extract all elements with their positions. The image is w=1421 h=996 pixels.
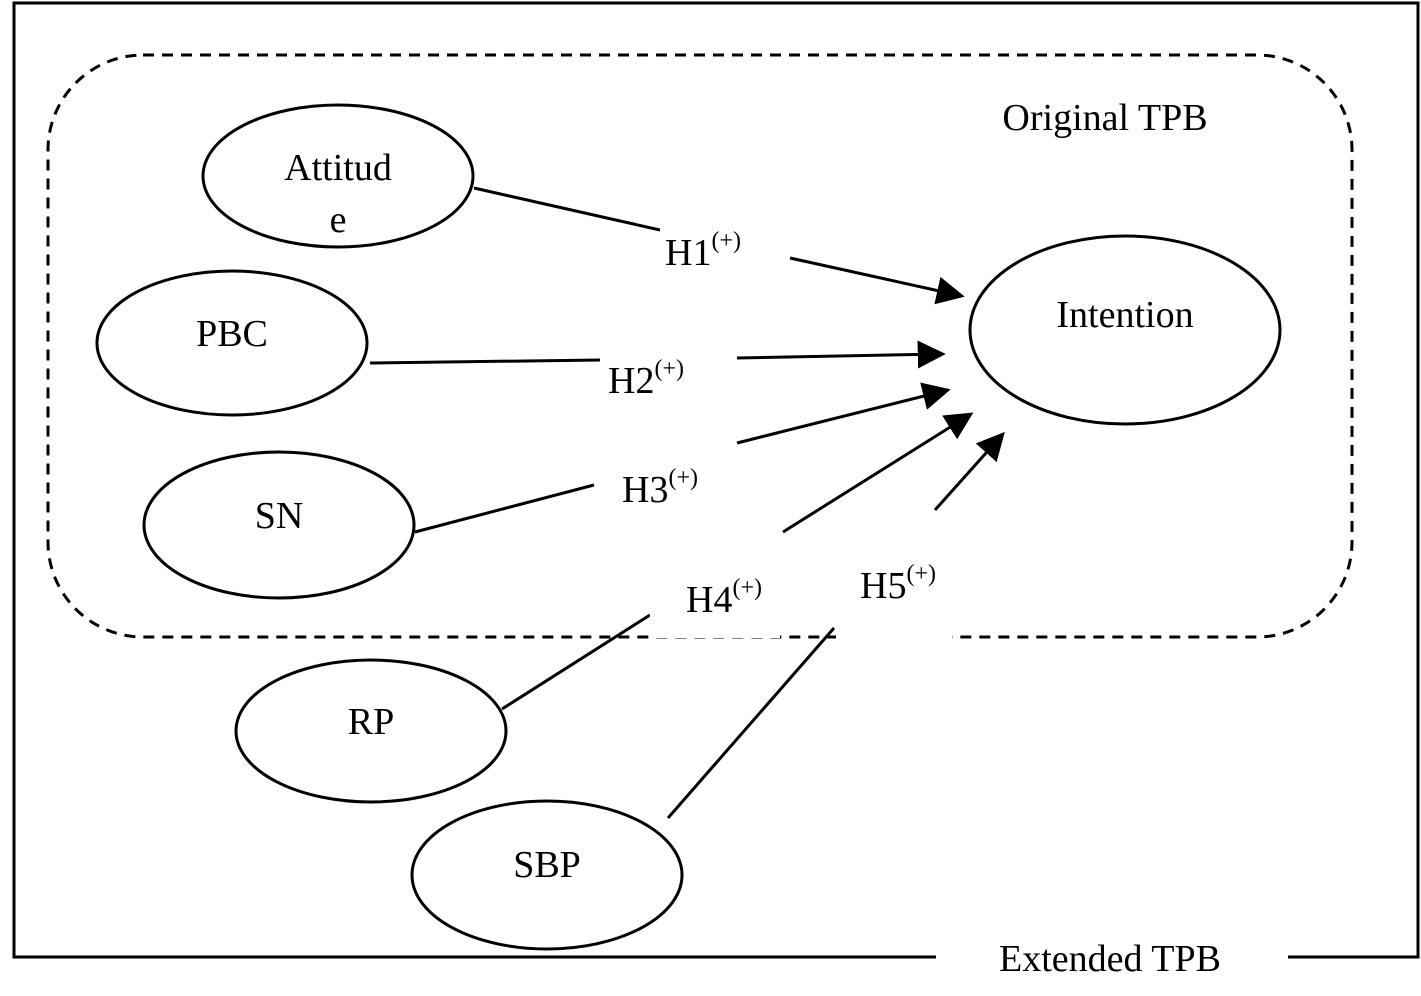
node-pbc-label: PBC [196,313,268,355]
node-sn-label: SN [255,495,304,537]
node-sbp-label: SBP [513,844,581,886]
node-attitude: Attitud e [201,103,475,249]
node-attitude-label-line2: e [330,199,347,241]
hypothesis-h5-label: H5 [860,565,906,607]
hypothesis-h4: H4(+) [650,548,780,638]
path-sn-h3 [414,483,595,534]
node-intention: Intention [968,234,1282,426]
extended-tpb-frame [12,1,1420,959]
node-rp: RP [234,658,508,804]
path-rp-h4 [501,613,651,711]
path-pbc-h2 [369,358,601,365]
original-tpb-label: Original TPB [1002,97,1207,139]
hypothesis-h2-sign: (+) [654,356,684,382]
node-sbp: SBP [410,799,684,951]
hypothesis-h2-label: H2 [608,360,654,402]
arrow-h4-intention [782,412,974,534]
svg-text:H4(+): H4(+) [686,575,762,621]
hypothesis-h1-sign: (+) [711,228,741,254]
hypothesis-h2: H2(+) [600,342,734,402]
hypothesis-h3-sign: (+) [668,465,698,491]
arrow-h1-intention [789,256,965,305]
node-intention-label: Intention [1056,294,1193,336]
node-attitude-label-line1: Attitud [284,147,392,189]
hypothesis-h3: H3(+) [596,452,734,512]
hypothesis-h3-label: H3 [622,469,668,511]
svg-text:H3(+): H3(+) [622,465,698,511]
path-attitude-h1 [473,186,661,232]
arrow-lines [736,256,1005,534]
arrow-h5-intention [933,431,1005,512]
arrow-h3-intention [736,382,951,445]
svg-text:H5(+): H5(+) [860,561,936,607]
arrow-h2-intention [736,340,946,369]
path-lines [369,186,836,819]
hypothesis-h4-sign: (+) [732,575,762,601]
path-sbp-h5 [666,627,836,819]
hypothesis-h1-label: H1 [665,232,711,274]
hypothesis-h1: H1(+) [660,224,788,280]
svg-text:H2(+): H2(+) [608,356,684,402]
node-sn: SN [142,450,416,600]
node-rp-label: RP [348,701,394,743]
hypothesis-h5-sign: (+) [906,561,936,587]
svg-text:H1(+): H1(+) [665,228,741,274]
node-pbc: PBC [95,269,369,417]
hypothesis-h5: H5(+) [836,550,952,640]
extended-tpb-label: Extended TPB [999,938,1221,980]
hypothesis-h4-label: H4 [686,579,732,621]
